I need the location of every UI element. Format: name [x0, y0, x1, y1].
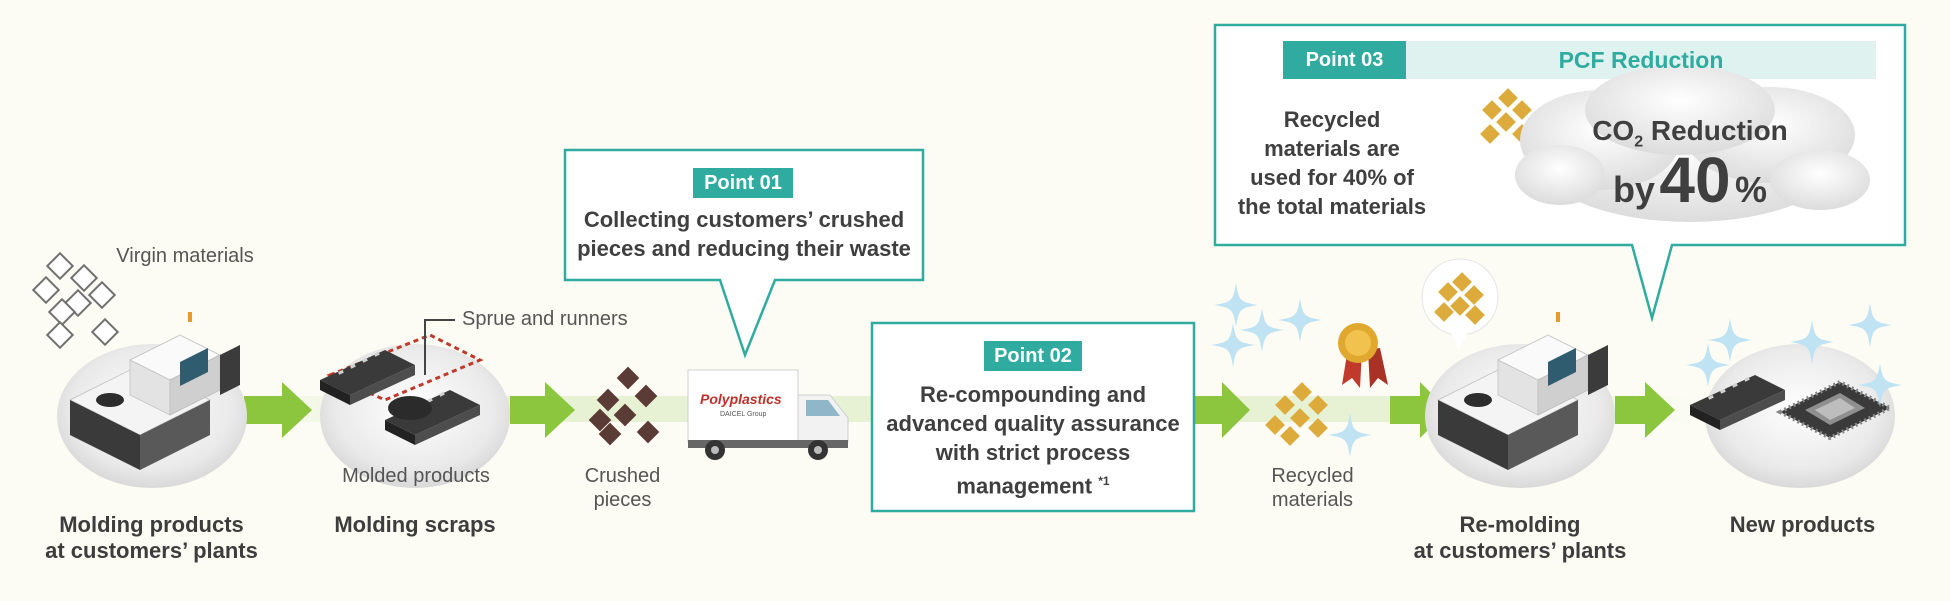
point-02-text: Re-compounding and advanced quality assu…	[872, 380, 1194, 500]
co2-cloud	[1515, 65, 1870, 222]
point-02-line1: Re-compounding and	[919, 382, 1147, 407]
stage-2-label: Molding scraps	[334, 512, 496, 537]
molded-products-label: Molded products	[342, 465, 490, 487]
truck-brand-text: Polyplastics	[700, 391, 782, 407]
recycled-bubble	[1421, 258, 1499, 350]
quality-medal-icon	[1338, 323, 1388, 388]
point-03-desc-line: Recycled	[1283, 107, 1381, 132]
point-03-description: Recycled materials are used for 40% of t…	[1232, 105, 1432, 221]
leader-line	[424, 319, 455, 375]
co2-reduction-label: CO2 Reduction	[1592, 115, 1788, 151]
virgin-materials-label: Virgin materials	[116, 245, 254, 267]
point-01-text: Collecting customers’ crushed pieces and…	[565, 205, 923, 263]
truck-icon	[687, 369, 849, 460]
point-01-line2: pieces and reducing their waste	[577, 236, 911, 261]
point-01-callout	[563, 148, 925, 359]
sprue-runners-label: Sprue and runners	[462, 308, 628, 330]
point-03-desc-line: the total materials	[1237, 194, 1427, 219]
point-03-tag: Point 03	[1283, 41, 1406, 79]
arrow-icon	[244, 382, 312, 438]
point-02-tag: Point 02	[984, 341, 1082, 371]
arrow-icon	[510, 382, 575, 438]
molding-scraps-icon	[320, 333, 484, 445]
arrow-icon	[1195, 382, 1250, 438]
flow-arrows	[244, 382, 1675, 438]
point-01-tag: Point 01	[693, 168, 793, 198]
point-02-line2: advanced quality assurance	[886, 411, 1180, 436]
stage-6-label: New products	[1729, 512, 1876, 537]
point-02-line3: with strict process	[935, 440, 1131, 465]
footnote-marker: *1	[1098, 474, 1110, 488]
pcf-title: PCF Reduction	[1558, 47, 1724, 73]
new-products-icon	[1690, 375, 1895, 441]
point-01-line1: Collecting customers’ crushed	[583, 207, 905, 232]
point-03-desc-line: materials are	[1264, 136, 1400, 161]
point-02-line4: management *1	[956, 473, 1110, 499]
point-03-desc-line: used for 40% of	[1250, 165, 1414, 190]
arrow-icon	[1615, 382, 1675, 438]
co2-reduction-value: by 40 %	[1612, 144, 1768, 216]
truck-sub-text: DAICEL Group	[720, 411, 767, 418]
